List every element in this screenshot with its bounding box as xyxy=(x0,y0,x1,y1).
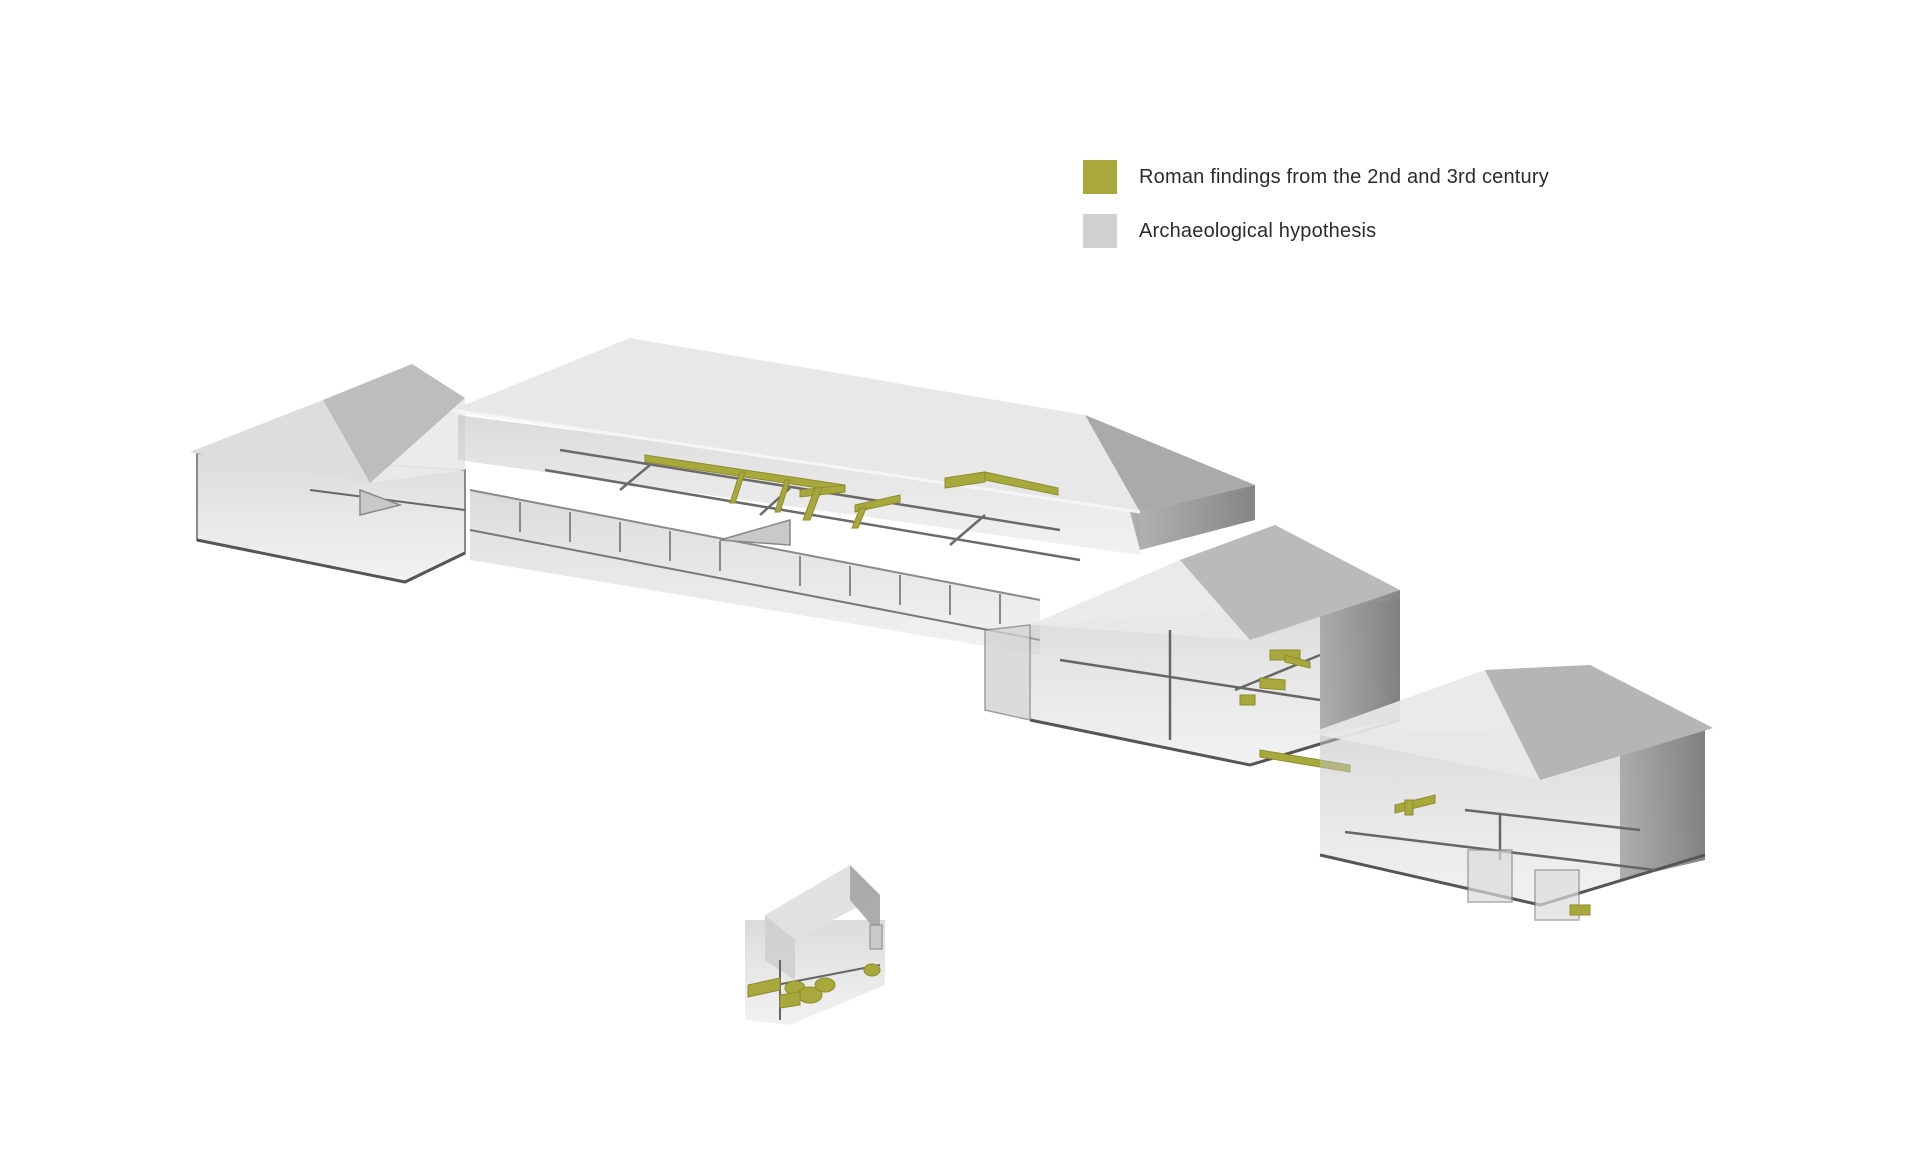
legend: Roman findings from the 2nd and 3rd cent… xyxy=(1083,160,1549,268)
findings-main-hall xyxy=(644,454,1059,529)
legend-label-archaeological-hypothesis: Archaeological hypothesis xyxy=(1139,219,1377,242)
building-gallery xyxy=(359,488,1041,655)
legend-swatch-roman-findings xyxy=(1083,160,1117,194)
building-right-pavilion xyxy=(1310,665,1713,921)
legend-swatch-archaeological-hypothesis xyxy=(1083,214,1117,248)
building-left-wing xyxy=(190,364,466,584)
findings-small-house xyxy=(747,963,881,1009)
legend-item-roman-findings: Roman findings from the 2nd and 3rd cent… xyxy=(1083,160,1549,194)
findings-right-pavilion xyxy=(1394,794,1591,916)
legend-item-archaeological-hypothesis: Archaeological hypothesis xyxy=(1083,214,1549,248)
legend-label-roman-findings: Roman findings from the 2nd and 3rd cent… xyxy=(1139,165,1549,188)
